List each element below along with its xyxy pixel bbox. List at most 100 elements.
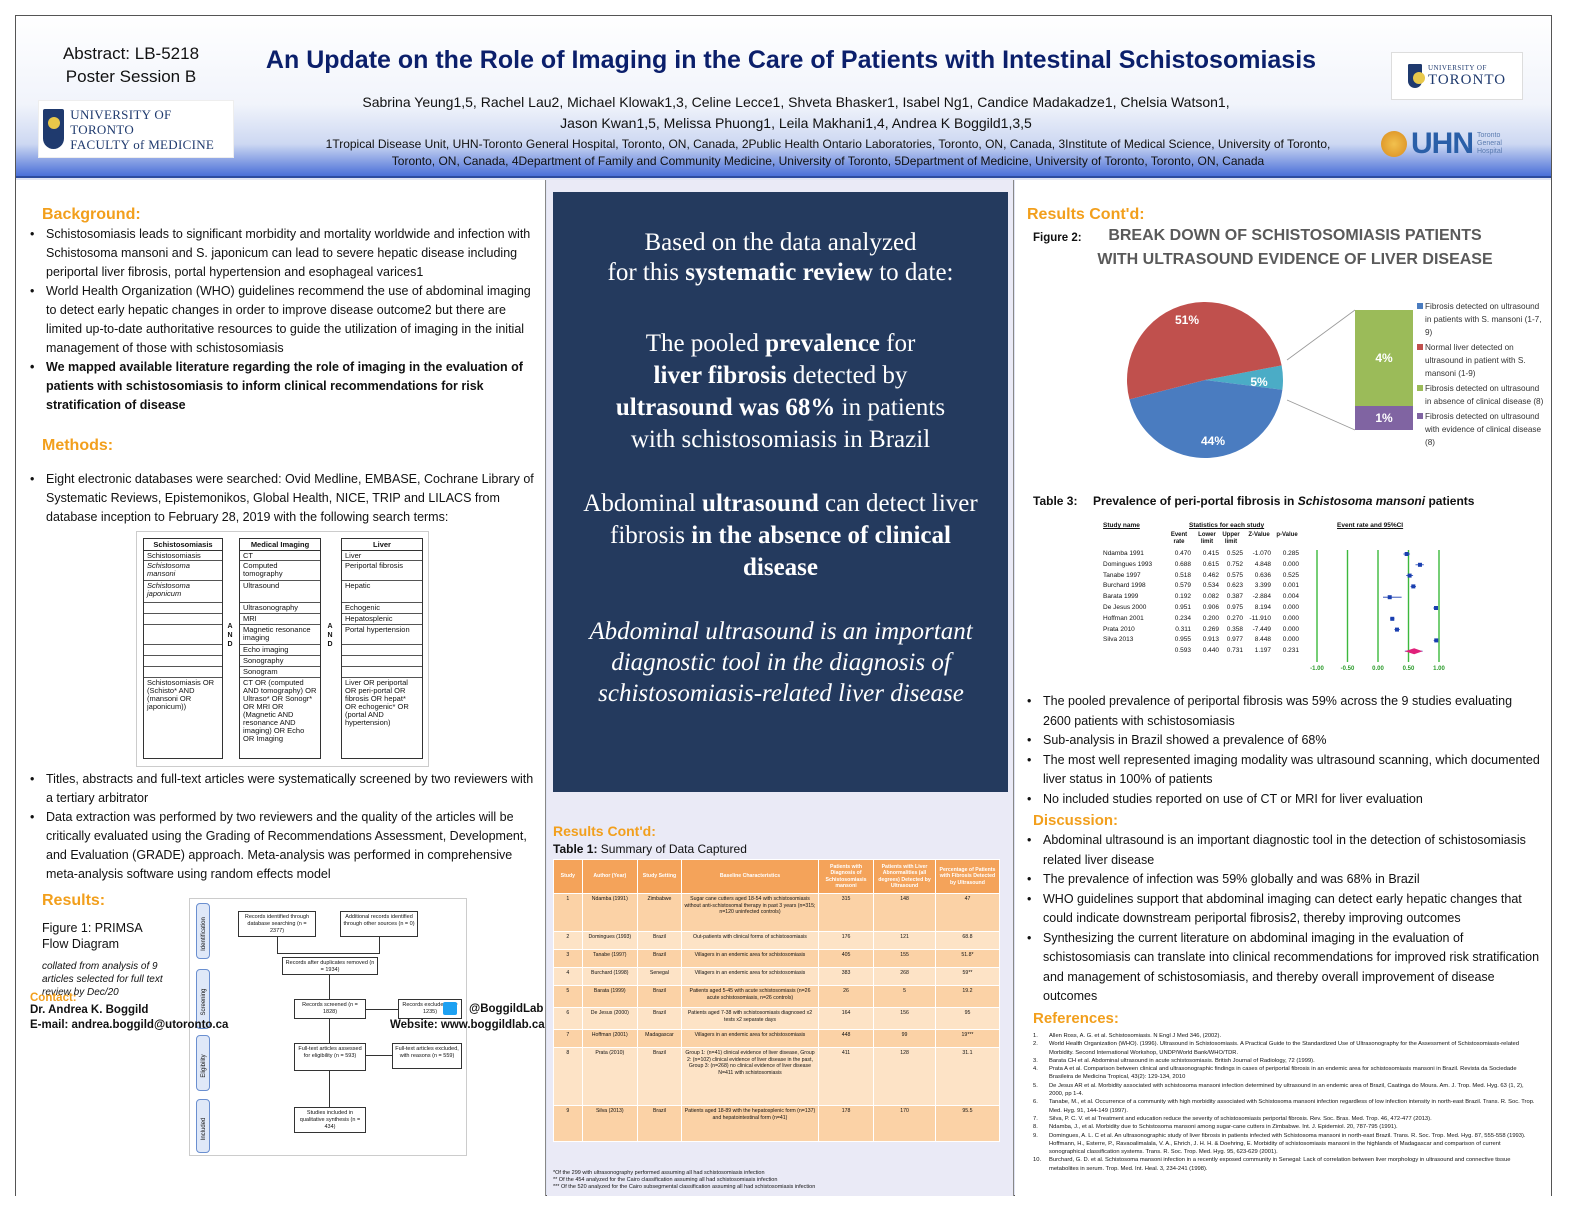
forest-point (1390, 616, 1395, 621)
right-column: Results Cont'd: Figure 2: BREAK DOWN OF … (1015, 180, 1551, 1196)
pie-data-label: 4% (1375, 351, 1393, 365)
forest-cell: 0.440 (1202, 647, 1219, 655)
discussion-heading: Discussion: (1033, 812, 1119, 829)
term-cell: Sonogram (240, 667, 320, 678)
legend-swatch (1417, 344, 1423, 350)
table-cell: Brazil (636, 985, 683, 1008)
table-cell: Tanabe (1997) (581, 949, 638, 968)
table-cell: 4 (553, 967, 583, 986)
connector-line (1286, 309, 1356, 361)
table-header-cell: Study Setting (636, 859, 683, 894)
column-header: Liver (342, 539, 422, 551)
forest-cell: 0.082 (1202, 593, 1219, 601)
table-cell: 51.8* (934, 949, 1001, 968)
background-item: Schistosomiasis leads to significant mor… (26, 225, 536, 282)
search-col-schisto: Schistosomiasis Schistosomiasis Schistos… (143, 538, 223, 759)
pie-slice-normal (1127, 302, 1282, 400)
logo-text-line2: FACULTY of MEDICINE (70, 136, 215, 152)
legend-label: Fibrosis detected on ultrasound in absen… (1425, 384, 1544, 406)
term-cell: Schistosoma japonicum (144, 581, 222, 603)
stage-included: Included (196, 1099, 210, 1153)
term-cell: Periportal fibrosis (342, 561, 422, 581)
reference-number: 7. (1033, 1115, 1038, 1122)
table-cell: 8 (553, 1047, 583, 1106)
term-cell: Echogenic (342, 603, 422, 614)
forest-cell: 0.001 (1282, 582, 1299, 590)
reference-number: 9. (1033, 1132, 1038, 1139)
stage-label: Included (201, 1117, 207, 1141)
uhn-wordmark: UHN (1411, 127, 1474, 160)
reference-text: Barata CH et al. Abdominal ultrasound in… (1049, 1057, 1315, 1064)
forest-cell: 3.399 (1254, 582, 1271, 590)
table-cell: 19*** (934, 1029, 1001, 1048)
reference-number: 6. (1033, 1099, 1038, 1106)
table-cell: Brazil (636, 949, 683, 968)
contact-heading: Contact: (30, 992, 77, 1004)
forest-tick-label: 0.50 (1403, 666, 1415, 672)
forest-col-header: p-Value (1276, 532, 1298, 538)
term-cell: Hepatic (342, 581, 422, 603)
results-item: The pooled prevalence of periportal fibr… (1023, 692, 1543, 731)
twitter-handle[interactable]: @BoggildLab (469, 1003, 544, 1015)
table-cell: 6 (553, 1007, 583, 1030)
forest-cell: Burchard 1998 (1103, 582, 1146, 590)
forest-cell: 0.975 (1226, 604, 1243, 611)
reference-text: Silva, P. C. V. et al Treatment and educ… (1049, 1115, 1432, 1122)
poster-header: Abstract: LB-5218 Poster Session B UNIVE… (16, 16, 1551, 178)
forest-cell: 0.000 (1282, 625, 1299, 633)
affiliations-line1: 1Tropical Disease Unit, UHN-Toronto Gene… (325, 137, 1331, 151)
table3-title: Prevalence of peri-portal fibrosis in Sc… (1093, 494, 1475, 508)
forest-cell: 0.387 (1226, 593, 1243, 601)
forest-tick-label: -0.50 (1341, 666, 1355, 672)
uhn-logo: UHN Toronto General Hospital (1381, 124, 1526, 164)
table-cell: Brazil (636, 1047, 683, 1106)
and-connector: A N D (327, 623, 333, 648)
prisma-box: Records identified through database sear… (238, 911, 316, 937)
term-cell (342, 667, 422, 678)
term-cell: Echo imaging (240, 645, 320, 656)
forest-cell: 0.192 (1174, 593, 1191, 601)
table-cell: 128 (873, 1047, 936, 1106)
discussion-item: WHO guidelines support that abdominal im… (1023, 890, 1545, 929)
prisma-box: Full-text articles excluded, with reason… (392, 1043, 462, 1069)
forest-cell: 0.000 (1282, 604, 1299, 611)
forest-cell: 8.448 (1254, 636, 1271, 644)
reference-text: Allen Ross, A. G. et al. Schistosomiasis… (1049, 1033, 1222, 1039)
table-cell: Group 1: (n=41) clinical evidence of liv… (681, 1047, 819, 1106)
reference-text: Domingues, A. L. C et al. An ultrasonogr… (1049, 1132, 1526, 1156)
contact-email[interactable]: E-mail: andrea.boggild@utoronto.ca (30, 1019, 229, 1031)
reference-number: 10. (1033, 1157, 1042, 1164)
reference-item: 6.Tanabe, M., et al. Occurrence of a com… (1033, 1098, 1538, 1115)
forest-cell: 0.977 (1226, 636, 1243, 644)
forest-cell: 0.231 (1282, 647, 1299, 655)
forest-point (1394, 627, 1399, 632)
forest-cell: 0.951 (1174, 604, 1191, 611)
affiliations-line2: Toronto, ON, Canada, 4Department of Fami… (391, 154, 1265, 168)
reference-number: 5. (1033, 1082, 1038, 1089)
website-link[interactable]: Website: www.boggildlab.ca (390, 1019, 545, 1031)
table-cell: 7 (553, 1029, 583, 1048)
reference-text: Ndamba, J., et al. Morbidity due to Schi… (1049, 1124, 1398, 1131)
discussion-item: Synthesizing the current literature on a… (1023, 929, 1545, 1007)
term-cell: Ultrasonography (240, 603, 320, 614)
table-cell: 1 (553, 893, 583, 932)
results-item: The most well represented imaging modali… (1023, 751, 1543, 790)
logo-small-text: UNIVERSITY OF (1427, 63, 1487, 72)
reference-item: 7. Silva, P. C. V. et al Treatment and ed… (1033, 1115, 1538, 1123)
forest-cell: 0.518 (1174, 571, 1191, 579)
footnote: *** Of the 520 analyzed for the Cairo su… (553, 1184, 816, 1190)
pie-legend: Fibrosis detected on ultrasound in patie… (1417, 300, 1545, 451)
forest-col-header: Z-Value (1248, 532, 1270, 538)
reference-text: De Jesus AR et al. Morbidity associated … (1049, 1082, 1524, 1098)
methods-item: Data extraction was performed by two rev… (26, 808, 536, 884)
abstract-number: Abstract: LB-5218 (62, 44, 200, 63)
search-col-liver: Liver Liver Periportal fibrosis Hepatic … (341, 538, 423, 759)
forest-point (1434, 606, 1439, 610)
